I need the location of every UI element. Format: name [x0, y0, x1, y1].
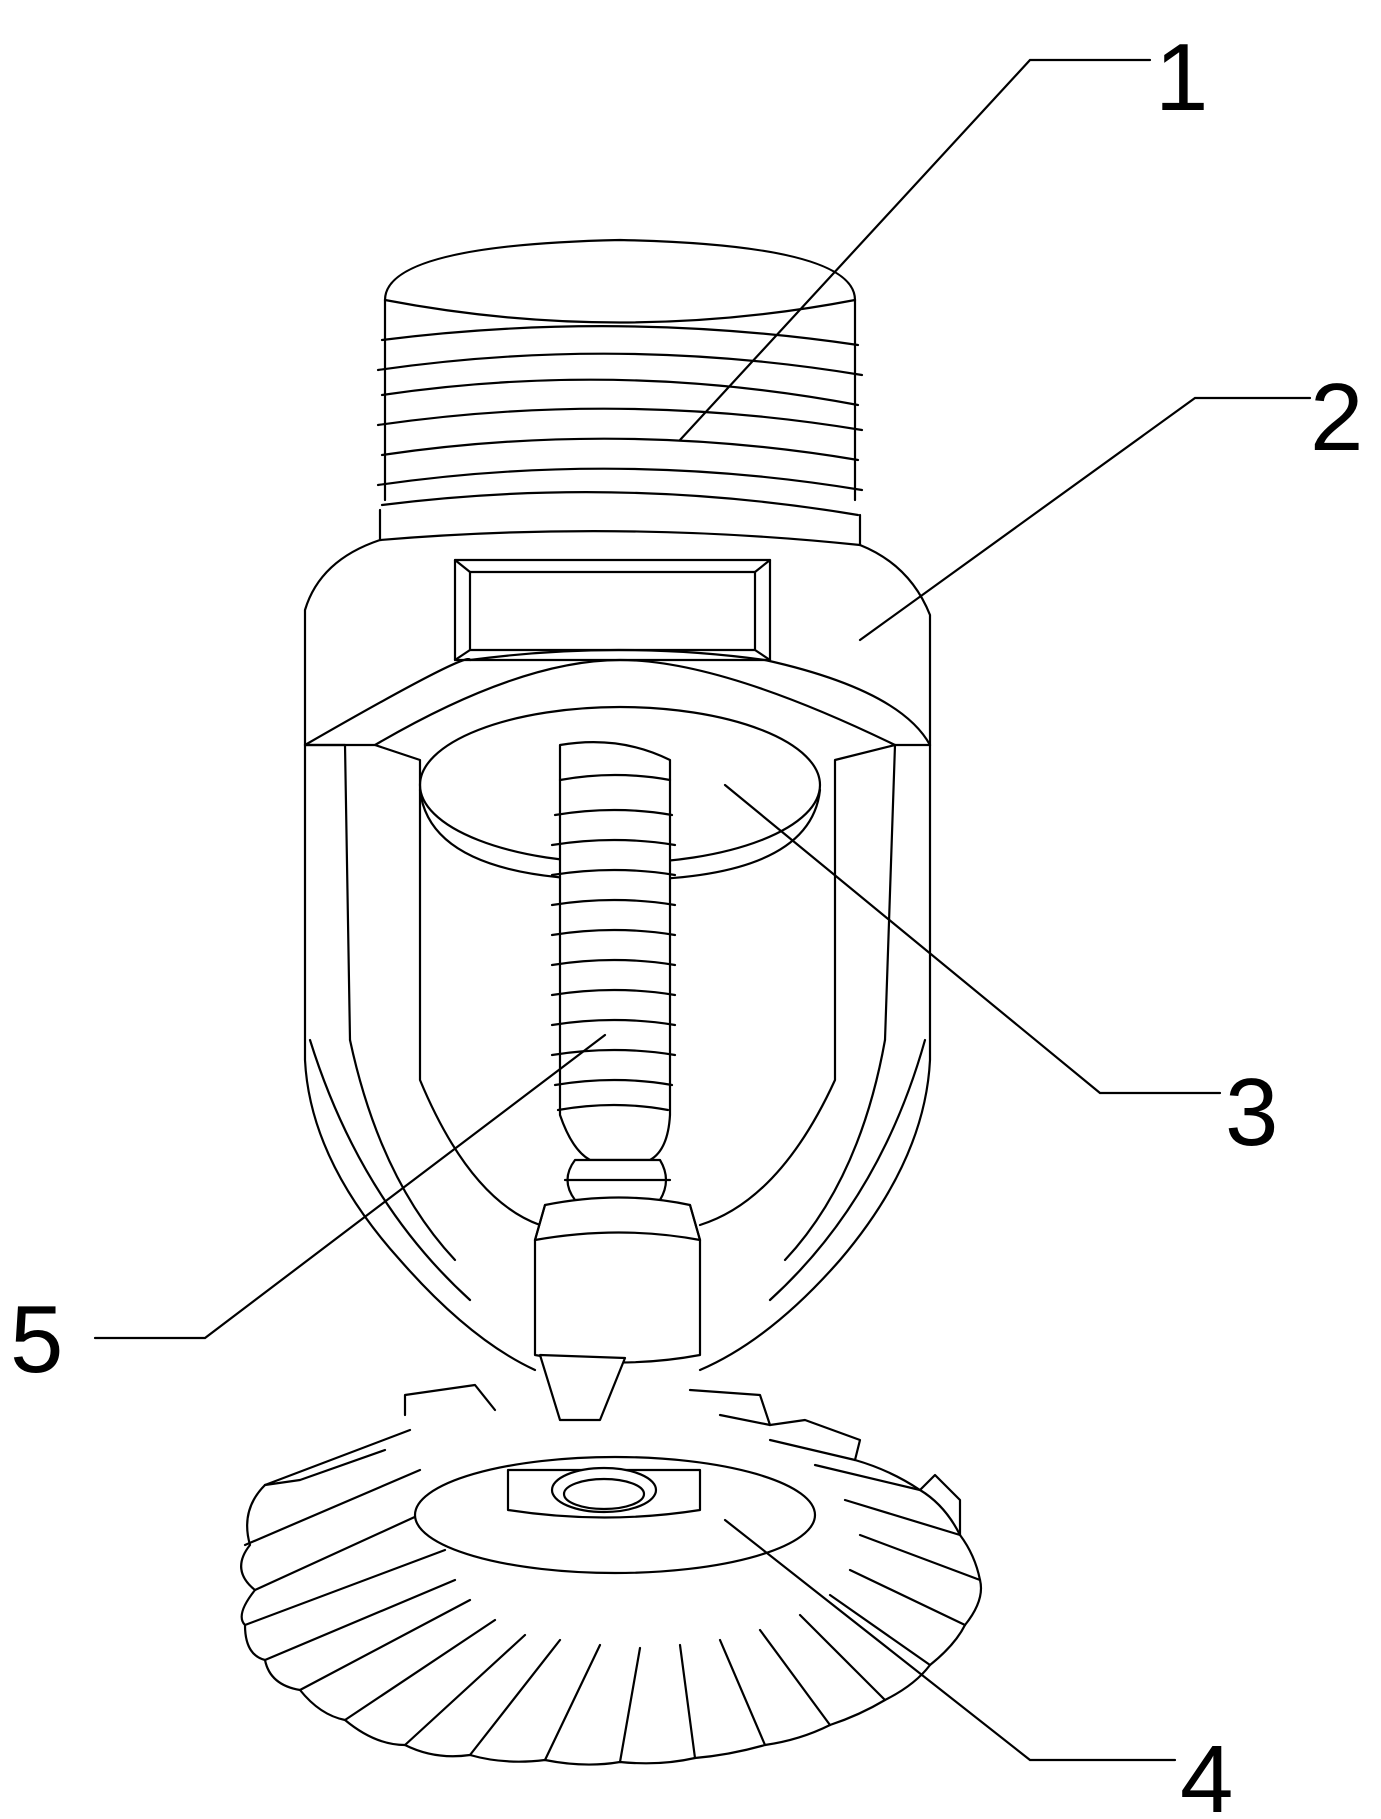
leader-1	[678, 58, 1152, 442]
bulb-holder	[533, 1196, 702, 1422]
leader-5	[93, 1033, 607, 1340]
label-1: 1	[1155, 24, 1208, 131]
label-4: 4	[1180, 1726, 1233, 1819]
leader-2	[858, 396, 1312, 642]
label-2: 2	[1310, 364, 1363, 471]
frame-window	[453, 558, 772, 662]
leader-lines	[93, 58, 1312, 1762]
leader-3	[723, 783, 1222, 1095]
leader-4	[723, 1518, 1177, 1762]
label-5: 5	[10, 1286, 63, 1393]
glass-bulb	[550, 741, 677, 1202]
reference-numerals: 1 2 3 4 5	[10, 24, 1363, 1819]
threaded-neck	[376, 238, 864, 547]
label-3: 3	[1225, 1059, 1278, 1166]
deflector	[240, 1383, 983, 1766]
